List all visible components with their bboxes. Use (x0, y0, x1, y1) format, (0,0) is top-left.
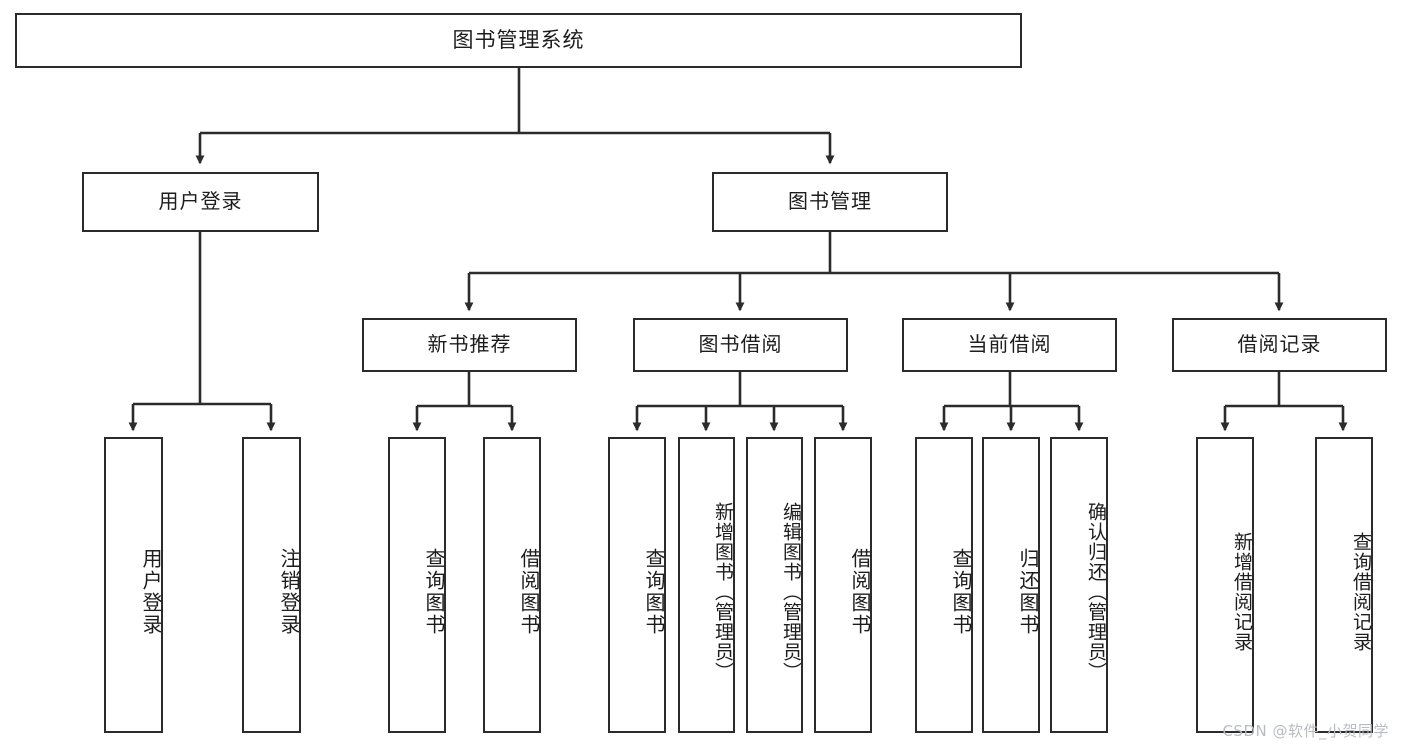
node-book-borrow[interactable]: 图书借阅 (633, 318, 848, 372)
node-root-system[interactable]: 图书管理系统 (15, 13, 1022, 68)
node-label: 注销登录 (277, 548, 301, 636)
node-label: 图书管理 (788, 189, 872, 214)
node-label: 用户登录 (139, 548, 163, 636)
leaf-borrow-book-recommend[interactable]: 借阅图书 (483, 437, 541, 733)
node-label: 借阅图书 (517, 548, 541, 636)
node-label: 用户登录 (158, 189, 243, 214)
leaf-user-login[interactable]: 用户登录 (104, 437, 163, 733)
leaf-query-book-recommend[interactable]: 查询图书 (388, 437, 446, 733)
leaf-edit-book-admin[interactable]: 编辑图书（管理员） (746, 437, 803, 733)
node-label: 确认归还（管理员） (1085, 502, 1107, 682)
node-label: 新书推荐 (427, 332, 512, 357)
node-label: 编辑图书（管理员） (780, 502, 802, 682)
node-label: 借阅记录 (1237, 332, 1322, 357)
node-label: 当前借阅 (967, 332, 1052, 357)
node-borrow-record[interactable]: 借阅记录 (1172, 318, 1387, 372)
leaf-add-borrow-record[interactable]: 新增借阅记录 (1196, 437, 1254, 733)
node-label: 借阅图书 (848, 548, 872, 636)
node-user-login[interactable]: 用户登录 (82, 172, 319, 232)
watermark: CSDN @软件_小贺同学 (1222, 722, 1389, 740)
node-label: 新增借阅记录 (1231, 532, 1253, 652)
node-current-borrow[interactable]: 当前借阅 (902, 318, 1117, 372)
node-label: 查询图书 (422, 548, 446, 636)
node-label: 图书借阅 (698, 332, 783, 357)
leaf-add-book-admin[interactable]: 新增图书（管理员） (678, 437, 735, 733)
leaf-user-logout[interactable]: 注销登录 (242, 437, 301, 733)
leaf-query-book-borrow[interactable]: 查询图书 (608, 437, 666, 733)
leaf-query-borrow-record[interactable]: 查询借阅记录 (1315, 437, 1373, 733)
node-book-manage[interactable]: 图书管理 (712, 172, 948, 232)
node-new-book-recommend[interactable]: 新书推荐 (362, 318, 577, 372)
leaf-return-book[interactable]: 归还图书 (982, 437, 1040, 733)
node-label: 查询图书 (949, 548, 973, 636)
node-label: 新增图书（管理员） (712, 502, 734, 682)
node-label: 查询图书 (642, 548, 666, 636)
leaf-borrow-book-borrow[interactable]: 借阅图书 (814, 437, 872, 733)
node-label: 图书管理系统 (452, 28, 585, 53)
node-label: 查询借阅记录 (1350, 532, 1372, 652)
node-label: 归还图书 (1016, 548, 1040, 636)
leaf-confirm-return-admin[interactable]: 确认归还（管理员） (1050, 437, 1108, 733)
leaf-query-book-current[interactable]: 查询图书 (915, 437, 973, 733)
